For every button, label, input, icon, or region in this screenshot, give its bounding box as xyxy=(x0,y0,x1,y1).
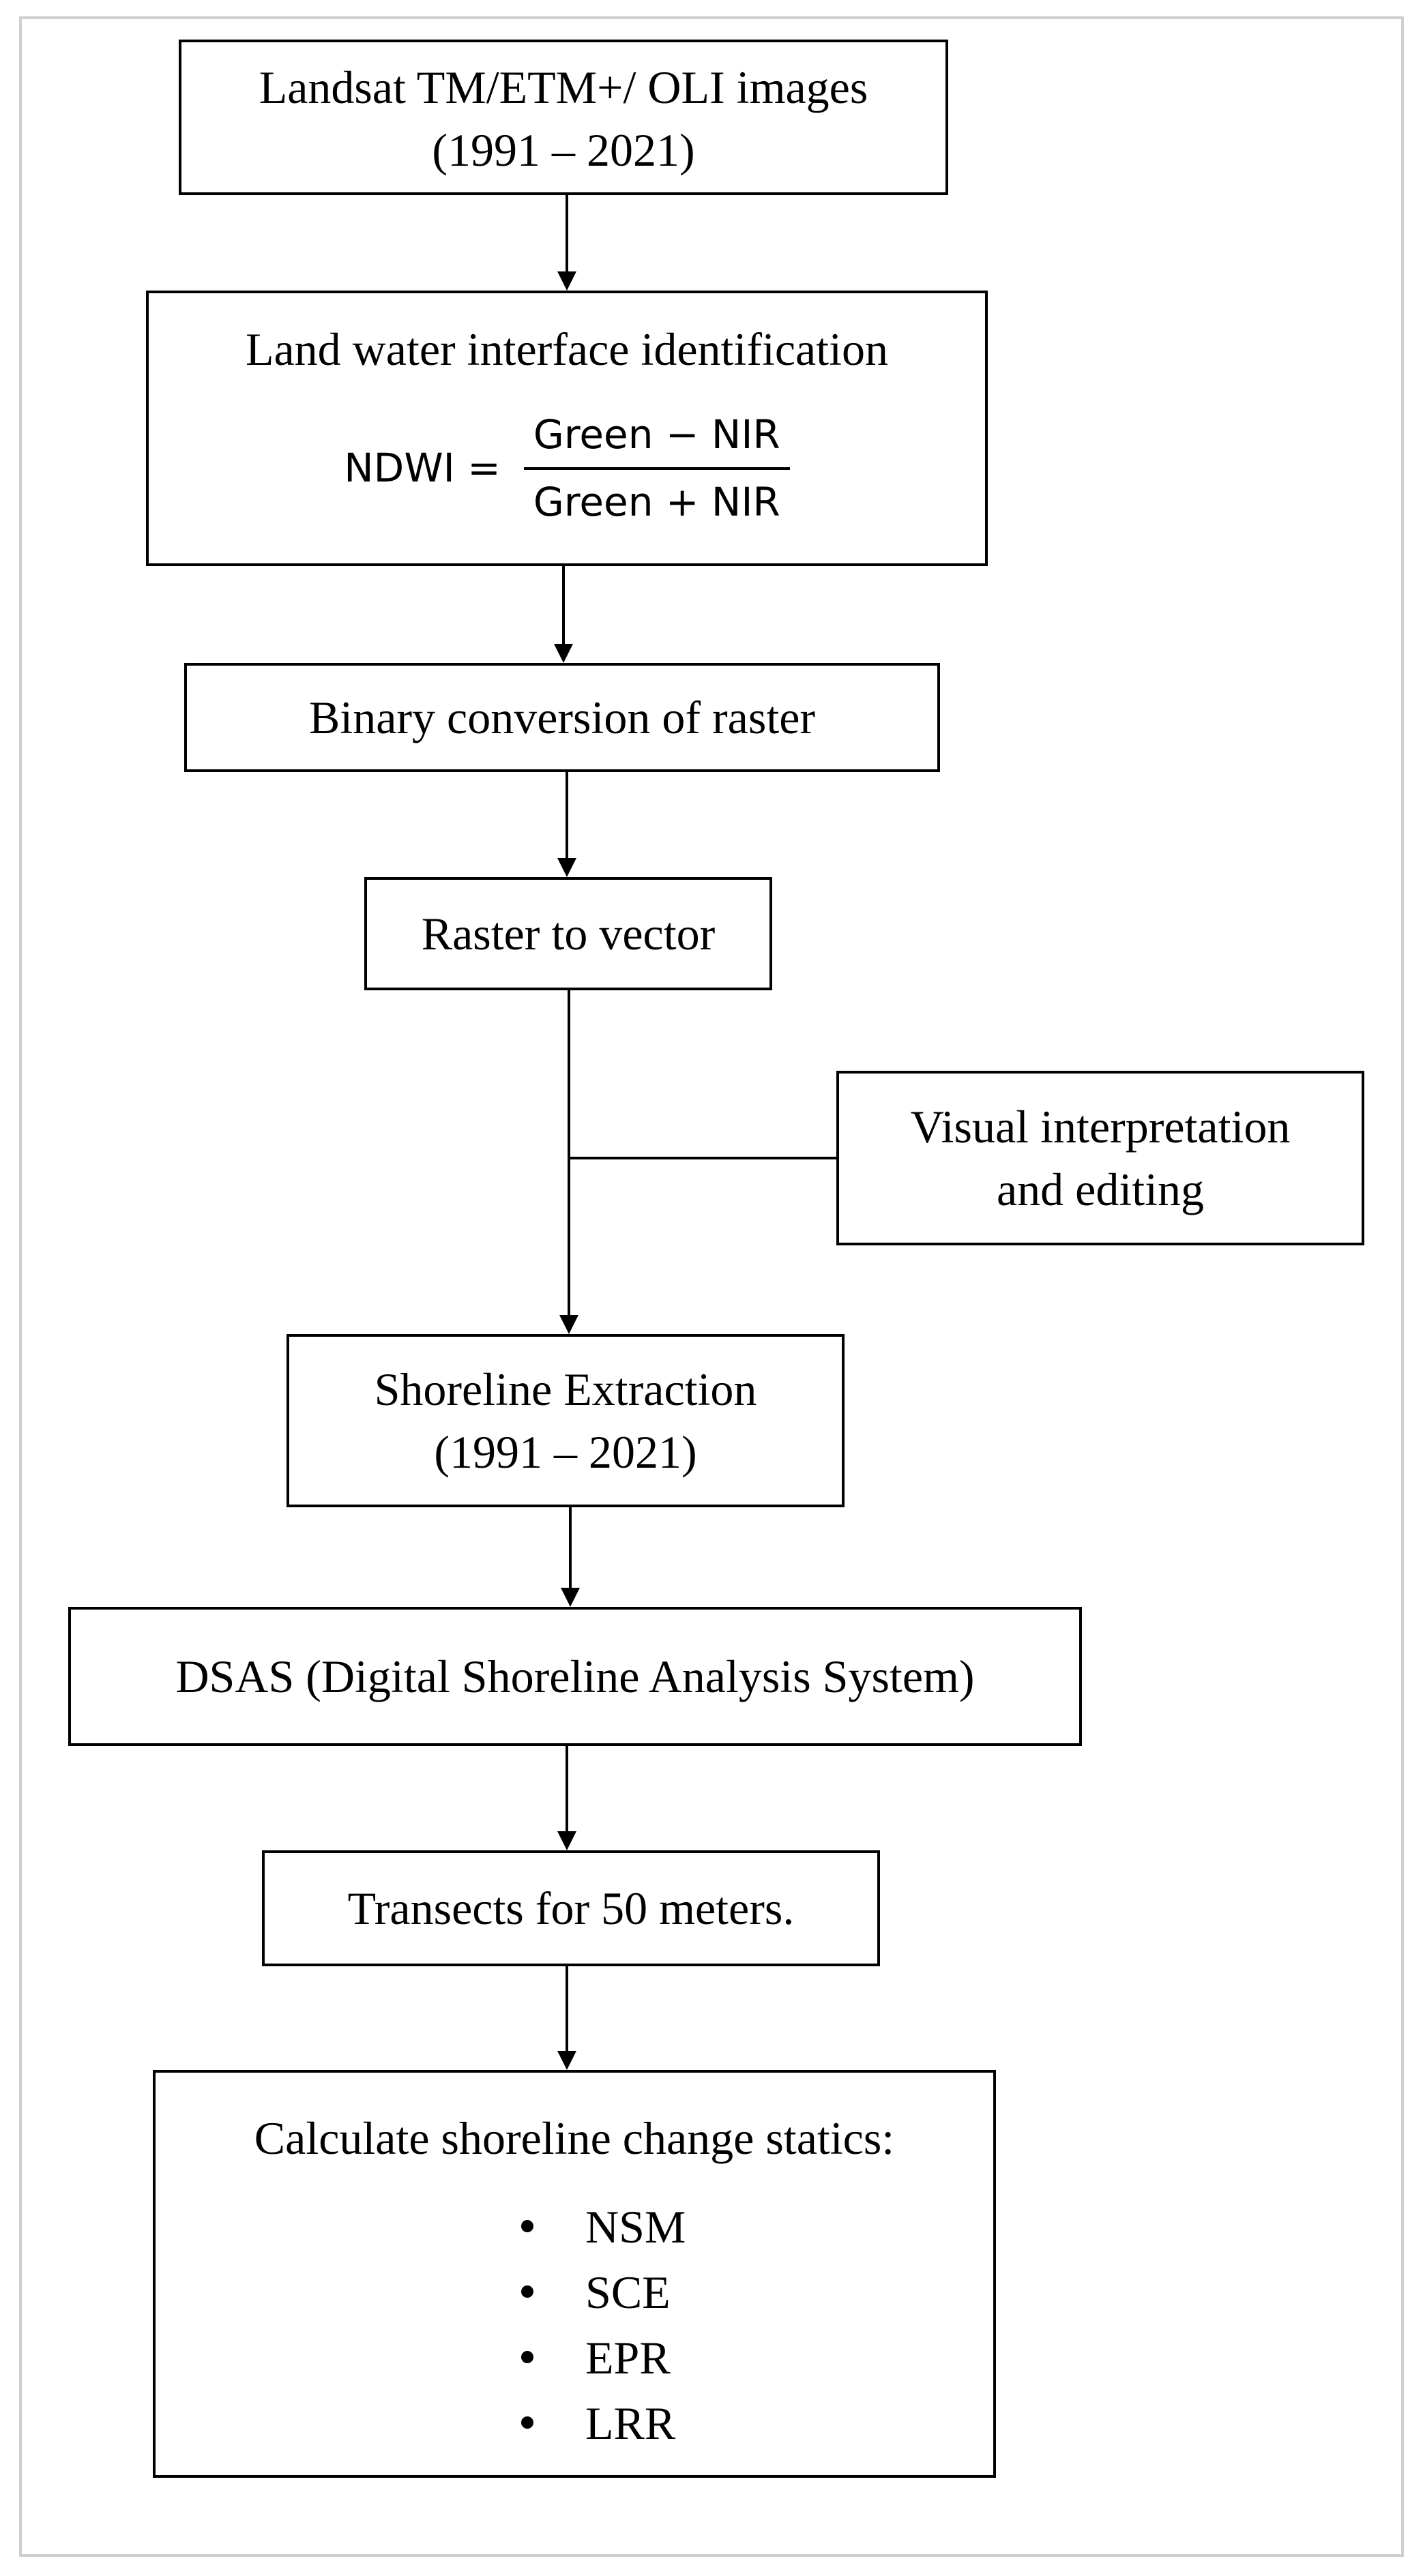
calculate-heading: Calculate shoreline change statics: xyxy=(254,2112,895,2164)
landsat-title: Landsat TM/ETM+/ OLI images xyxy=(259,61,868,113)
step-land-water-interface: Land water interface identification NDWI… xyxy=(146,291,988,566)
list-item: EPR xyxy=(156,2325,993,2390)
arrowhead-raster-vector xyxy=(559,1315,578,1334)
list-item: SCE xyxy=(156,2260,993,2325)
fraction-bar xyxy=(523,467,790,470)
bullet-icon xyxy=(521,2416,533,2429)
shoreline-years: (1991 – 2021) xyxy=(434,1426,697,1478)
statistics-list: NSM SCE EPR LRR xyxy=(156,2194,993,2456)
step-shoreline-extraction: Shoreline Extraction (1991 – 2021) xyxy=(287,1334,845,1507)
bullet-icon xyxy=(521,2285,533,2298)
ndwi-formula: NDWI = Green − NIR Green + NIR xyxy=(149,408,985,529)
bullet-icon xyxy=(521,2220,533,2232)
visual-line2: and editing xyxy=(996,1164,1205,1215)
arrowhead-landsat xyxy=(557,271,576,291)
stat-sce: SCE xyxy=(585,2266,671,2318)
step-visual-interpretation: Visual interpretation and editing xyxy=(836,1071,1364,1245)
list-item: NSM xyxy=(156,2194,993,2260)
ndwi-numerator: Green − NIR xyxy=(533,411,780,458)
raster-to-vector-label: Raster to vector xyxy=(421,907,716,960)
bullet-icon xyxy=(521,2351,533,2363)
step-dsas: DSAS (Digital Shoreline Analysis System) xyxy=(68,1607,1082,1746)
transects-label: Transects for 50 meters. xyxy=(347,1882,795,1934)
stat-epr: EPR xyxy=(585,2332,671,2384)
landsat-years: (1991 – 2021) xyxy=(432,124,695,177)
visual-line1: Visual interpretation xyxy=(910,1100,1291,1153)
step-raster-to-vector: Raster to vector xyxy=(364,877,772,990)
stat-nsm: NSM xyxy=(585,2201,686,2253)
step-calculate-statistics: Calculate shoreline change statics: NSM … xyxy=(153,2070,996,2478)
dsas-label: DSAS (Digital Shoreline Analysis System) xyxy=(175,1650,975,1702)
binary-label: Binary conversion of raster xyxy=(308,691,816,743)
list-item: LRR xyxy=(156,2390,993,2456)
step-landsat-images: Landsat TM/ETM+/ OLI images (1991 – 2021… xyxy=(179,40,948,195)
ndwi-denominator: Green + NIR xyxy=(533,478,780,525)
arrowhead-shoreline xyxy=(561,1588,580,1607)
shoreline-title: Shoreline Extraction xyxy=(374,1363,757,1415)
stat-lrr: LRR xyxy=(585,2397,676,2449)
arrowhead-binary xyxy=(557,858,576,877)
figure-frame xyxy=(19,16,1404,2557)
arrowhead-transects xyxy=(557,2051,576,2070)
step-binary-conversion: Binary conversion of raster xyxy=(184,663,940,772)
ndwi-fraction: Green − NIR Green + NIR xyxy=(523,408,790,529)
interface-heading: Land water interface identification xyxy=(245,323,889,375)
ndwi-lhs: NDWI = xyxy=(344,445,501,492)
arrowhead-interface xyxy=(554,644,573,663)
arrowhead-dsas xyxy=(557,1831,576,1850)
step-transects: Transects for 50 meters. xyxy=(262,1850,880,1966)
